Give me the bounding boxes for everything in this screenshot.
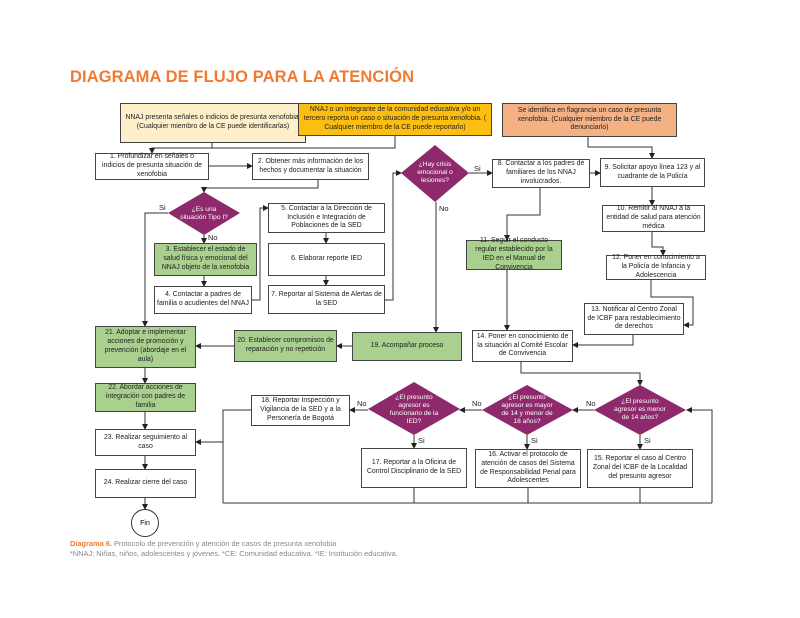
edge-top2-s1 xyxy=(212,136,396,149)
label-1418-si: Si xyxy=(531,436,538,445)
step-5: 5. Contactar a la Dirección de Inclusión… xyxy=(268,203,385,233)
step-11: 11. Seguir el conducto regular estableci… xyxy=(466,237,562,271)
edge-s13-s14 xyxy=(572,335,634,348)
label-crisis-si: Si xyxy=(474,164,481,173)
start-box-flagrancy: Se identifica en flagrancia un caso de p… xyxy=(502,103,677,137)
step-8: 8. Contactar a los padres de familiares … xyxy=(492,159,590,188)
step-15: 15. Reportar el caso al Centro Zonal del… xyxy=(587,449,693,488)
end-node: Fin xyxy=(131,509,159,537)
step-4: 4. Contactar a padres de familia o acudi… xyxy=(154,286,252,314)
caption-note: *NNAJ: Niñas, niños, adolescentes y jóve… xyxy=(70,549,398,558)
step-9: 9. Solicitar apoyo línea 123 y al cuadra… xyxy=(600,158,705,187)
edge-s2-tipo1 xyxy=(201,180,319,193)
step-7: 7. Reportar al Sistema de Alertas de la … xyxy=(268,285,385,314)
decision-menor14-shape xyxy=(594,385,686,435)
decision-funcionario: ¿El presunto agresor es funcionario de l… xyxy=(389,393,439,426)
edge-s14-menor14 xyxy=(520,362,643,386)
label-1418-no: No xyxy=(472,399,482,408)
edge-s10-s12 xyxy=(651,232,666,256)
edge-s7-crisis xyxy=(385,170,402,301)
start-box-report: NNAJ o un integrante de la comunidad edu… xyxy=(298,103,492,136)
step-12: 12. Poner en conocimiento a la Policía d… xyxy=(606,254,706,280)
step-22: 22. Abordar acciones de integración con … xyxy=(95,383,196,412)
decision-menor14: ¿El presunto agresor es menor de 14 años… xyxy=(614,397,666,422)
step-19: 19. Acompañar proceso xyxy=(352,332,462,361)
decision-crisis: ¿Hay crisis emocional o lesiones? xyxy=(417,160,453,185)
step-6: 6. Elaborar reporte IED xyxy=(268,243,385,276)
edge-top3-s9 xyxy=(587,137,655,159)
decision-funcionario-shape xyxy=(368,382,460,435)
decision-tipo1-shape xyxy=(168,192,240,235)
step-23: 23. Realizar seguimiento al caso xyxy=(95,429,196,456)
label-tipo1-no: No xyxy=(208,233,218,242)
step-14: 14. Poner en conocimiento de la situació… xyxy=(472,330,573,362)
page-title: DIAGRAMA DE FLUJO PARA LA ATENCIÓN xyxy=(70,68,415,86)
step-2: 2. Obtener más información de los hechos… xyxy=(252,153,369,180)
step-3: 3. Establecer el estado de salud física … xyxy=(154,243,257,276)
decision-edad14-18: ¿El presunto agresor es mayor de 14 y me… xyxy=(501,393,553,426)
edge-top1-s1 xyxy=(149,143,213,154)
edge-s18-bus xyxy=(222,409,251,503)
label-menor14-no: No xyxy=(586,399,596,408)
label-crisis-no: No xyxy=(439,204,449,213)
edge-s8-s11 xyxy=(504,188,541,241)
decision-crisis-shape xyxy=(401,145,469,202)
label-func-no: No xyxy=(357,399,367,408)
step-18: 18. Reportar Inspección y Vigilancia de … xyxy=(251,395,350,426)
edge-right-loop xyxy=(686,407,713,503)
edge-tipo1-si xyxy=(142,212,168,327)
start-box-signs: NNAJ presenta señales o indicios de pres… xyxy=(120,103,306,143)
step-24: 24. Realizar cierre del caso xyxy=(95,469,196,498)
step-21: 21. Adoptar e implementar acciones de pr… xyxy=(95,326,196,368)
caption-label: Diagrama 6. xyxy=(70,539,112,548)
label-menor14-si: Si xyxy=(644,436,651,445)
label-tipo1-si: Si xyxy=(159,203,166,212)
caption: Diagrama 6. Protocolo de prevención y at… xyxy=(70,539,336,548)
label-func-si: Si xyxy=(418,436,425,445)
step-13: 13. Notificar al Centro Zonal de ICBF pa… xyxy=(584,303,684,335)
step-20: 20. Establecer compromisos de reparación… xyxy=(234,330,337,362)
step-17: 17. Reportar a la Oficina de Control Dis… xyxy=(361,448,467,488)
caption-text: Protocolo de prevención y atención de ca… xyxy=(113,539,337,548)
step-1: 1. Profundizar en señales o indicios de … xyxy=(95,153,209,180)
decision-edad14-18-shape xyxy=(482,385,573,435)
edge-s12-s13 xyxy=(650,280,694,328)
decision-tipo1: ¿Es una situación Tipo I? xyxy=(180,205,228,221)
step-16: 16. Activar el protocolo de atención de … xyxy=(475,449,581,488)
edge-s4-s5 xyxy=(252,205,269,301)
step-10: 10. Remitir al NNAJ a la entidad de salu… xyxy=(602,205,705,232)
